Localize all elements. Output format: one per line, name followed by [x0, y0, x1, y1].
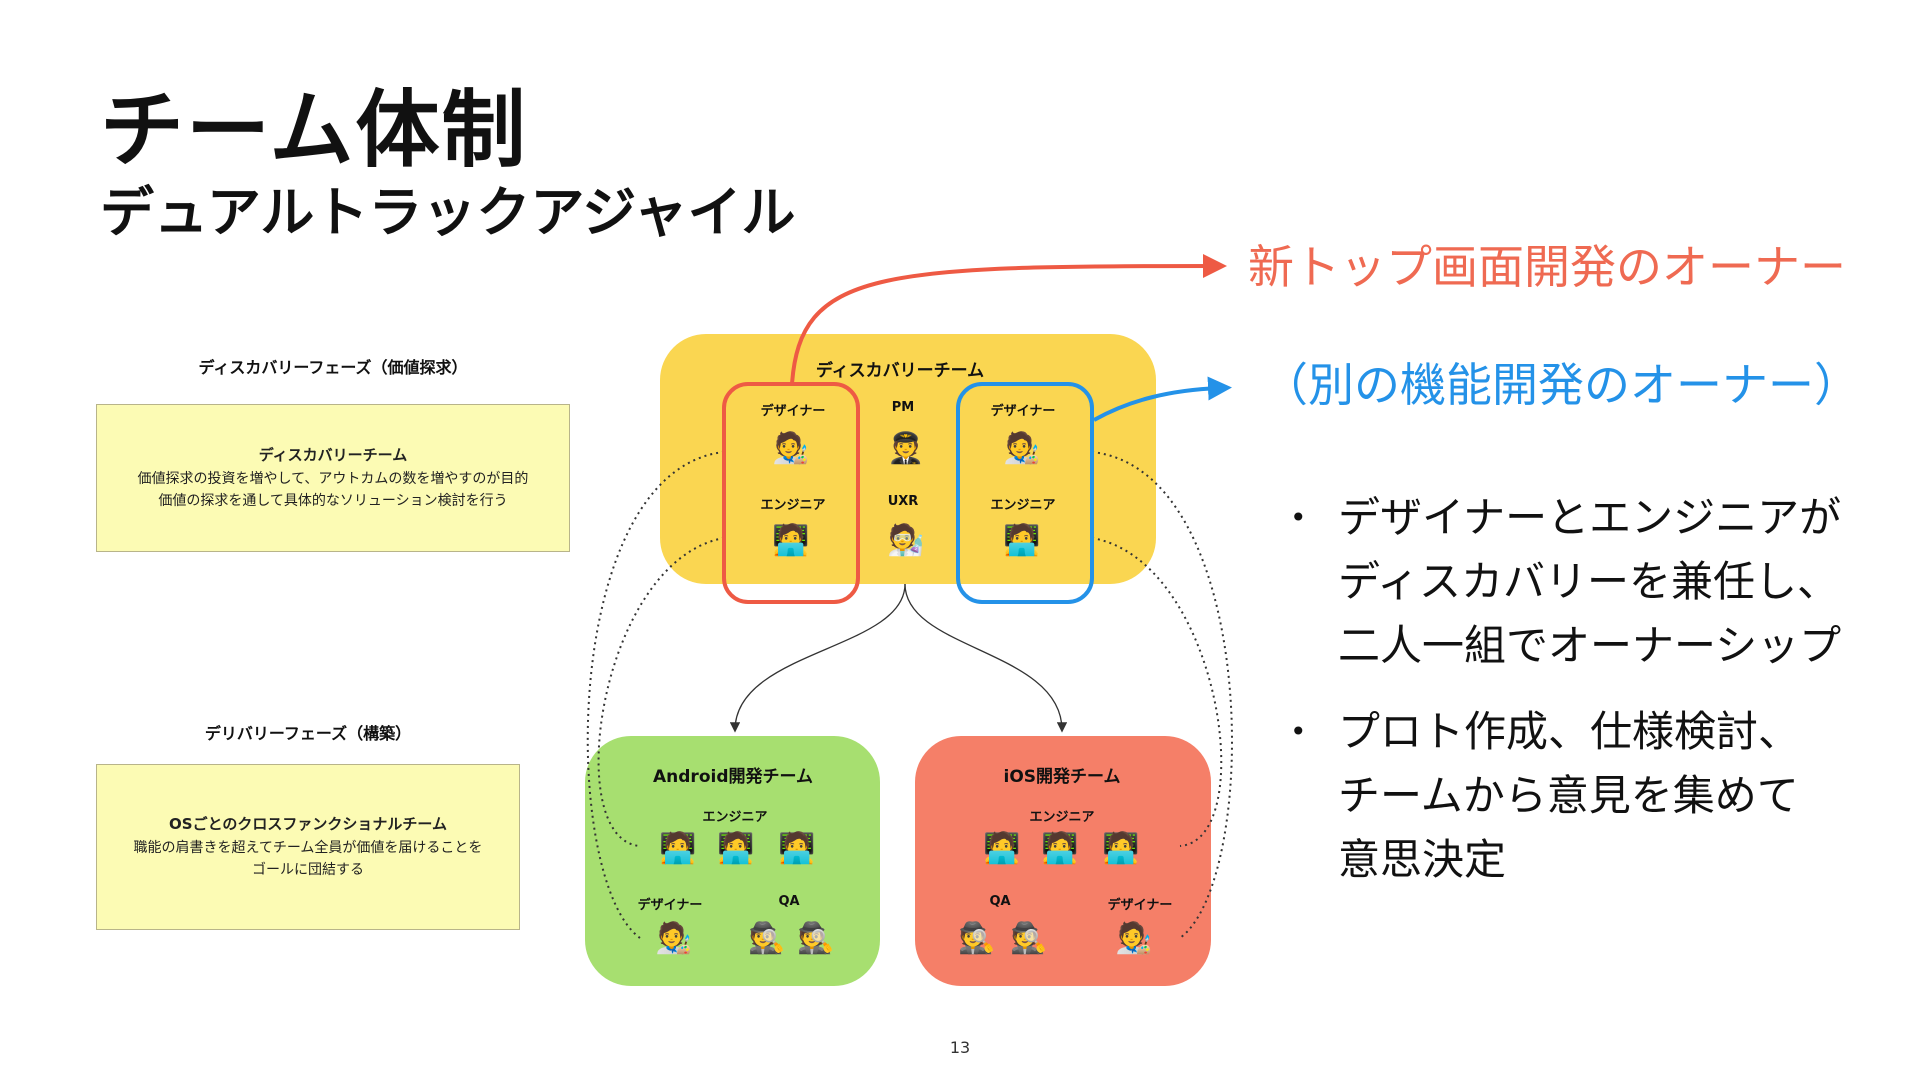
red-owner-highlight [722, 382, 860, 604]
callout-arrow-blue [1093, 376, 1232, 422]
role-label-designer-left: デザイナー [760, 404, 826, 419]
discovery-note-line2: 価値の探求を通して具体的なソリューション検討を行う [158, 493, 508, 509]
designer-left-avatar: 🧑‍🎨 [772, 431, 810, 466]
bullet-item: プロト作成、仕様検討、 チームから意見を集めて 意思決定 [1290, 700, 1910, 892]
ios-engineer-avatar-3: 🧑‍💻 [1102, 831, 1140, 866]
discovery-note-title: ディスカバリーチーム [258, 446, 408, 464]
designer-right-avatar: 🧑‍🎨 [1003, 431, 1041, 466]
discovery-team-box [660, 334, 1156, 584]
pm-avatar: 🧑‍✈️ [887, 431, 925, 466]
role-label-engineer-right: エンジニア [990, 498, 1056, 513]
dotted-link-designer-left [586, 451, 725, 939]
android-role-designer: デザイナー [637, 898, 703, 913]
bullet-line: ディスカバリーを兼任し、 [1338, 557, 1840, 606]
android-team-box [585, 736, 880, 986]
blue-owner-highlight [956, 382, 1094, 604]
role-label-designer-right: デザイナー [990, 404, 1056, 419]
role-label-pm: PM [891, 400, 915, 415]
connector-discovery-to-android [729, 583, 906, 733]
android-team-title: Android開発チーム [653, 767, 813, 787]
role-label-uxr: UXR [887, 494, 919, 509]
android-designer-avatar: 🧑‍🎨 [655, 921, 693, 956]
engineer-right-avatar: 🧑‍💻 [1003, 523, 1041, 558]
ios-qa-avatar-2: 🕵️ [1010, 921, 1048, 956]
android-role-engineer: エンジニア [702, 810, 768, 825]
delivery-note-line2: ゴールに団結する [252, 862, 364, 878]
ios-designer-avatar: 🧑‍🎨 [1115, 921, 1153, 956]
callout-arrow-red [790, 254, 1227, 385]
discovery-phase-label: ディスカバリーフェーズ（価値探求） [198, 358, 468, 377]
page-title: チーム体制 [100, 81, 528, 179]
discovery-team-title: ディスカバリーチーム [815, 361, 985, 381]
callout-other-feature-owner: （別の機能開発のオーナー） [1262, 358, 1860, 412]
ios-team-box [915, 736, 1211, 986]
ios-engineer-avatar-1: 🧑‍💻 [983, 831, 1021, 866]
bullet-line: デザイナーとエンジニアが [1338, 493, 1842, 542]
bullet-line: 二人一組でオーナーシップ [1338, 621, 1842, 670]
uxr-avatar: 🧑‍🔬 [887, 523, 925, 558]
ios-role-designer: デザイナー [1107, 898, 1173, 913]
ios-engineer-avatar-2: 🧑‍💻 [1041, 831, 1079, 866]
delivery-note-title: OSごとのクロスファンクショナルチーム [169, 815, 447, 833]
android-role-qa: QA [778, 894, 800, 909]
ios-role-engineer: エンジニア [1029, 810, 1095, 825]
dotted-link-engineer-left [597, 537, 725, 847]
android-qa-avatar-2: 🕵️ [797, 921, 835, 956]
android-engineer-avatar-3: 🧑‍💻 [778, 831, 816, 866]
ios-team-title: iOS開発チーム [1003, 767, 1121, 787]
ios-role-qa: QA [989, 894, 1011, 909]
bullet-line: プロト作成、仕様検討、 [1338, 707, 1801, 756]
page-number: 13 [949, 1038, 971, 1057]
bullet-line: チームから意見を集めて [1338, 771, 1799, 820]
bullet-line: 意思決定 [1338, 835, 1507, 884]
connector-discovery-to-ios [904, 583, 1068, 733]
role-label-engineer-left: エンジニア [760, 498, 826, 513]
engineer-left-avatar: 🧑‍💻 [772, 523, 810, 558]
delivery-note-line1: 職能の肩書きを超えてチーム全員が価値を届けることを [133, 840, 483, 856]
bullet-list: デザイナーとエンジニアが ディスカバリーを兼任し、 二人一組でオーナーシップ プ… [1290, 486, 1910, 914]
callout-new-top-owner: 新トップ画面開発のオーナー [1248, 240, 1846, 294]
android-qa-avatar-1: 🕵️ [748, 921, 786, 956]
delivery-note-box: OSごとのクロスファンクショナルチーム 職能の肩書きを超えてチーム全員が価値を届… [96, 764, 520, 930]
bullet-item: デザイナーとエンジニアが ディスカバリーを兼任し、 二人一組でオーナーシップ [1290, 486, 1910, 678]
ios-qa-avatar-1: 🕵️ [958, 921, 996, 956]
android-engineer-avatar-1: 🧑‍💻 [659, 831, 697, 866]
discovery-note-line1: 価値探求の投資を増やして、アウトカムの数を増やすのが目的 [137, 471, 529, 487]
dotted-link-engineer-right [1091, 537, 1223, 847]
discovery-note-box: ディスカバリーチーム 価値探求の投資を増やして、アウトカムの数を増やすのが目的 … [96, 404, 570, 552]
delivery-phase-label: デリバリーフェーズ（構築） [204, 724, 412, 743]
android-engineer-avatar-2: 🧑‍💻 [717, 831, 755, 866]
page-subtitle: デュアルトラックアジャイル [100, 181, 796, 244]
